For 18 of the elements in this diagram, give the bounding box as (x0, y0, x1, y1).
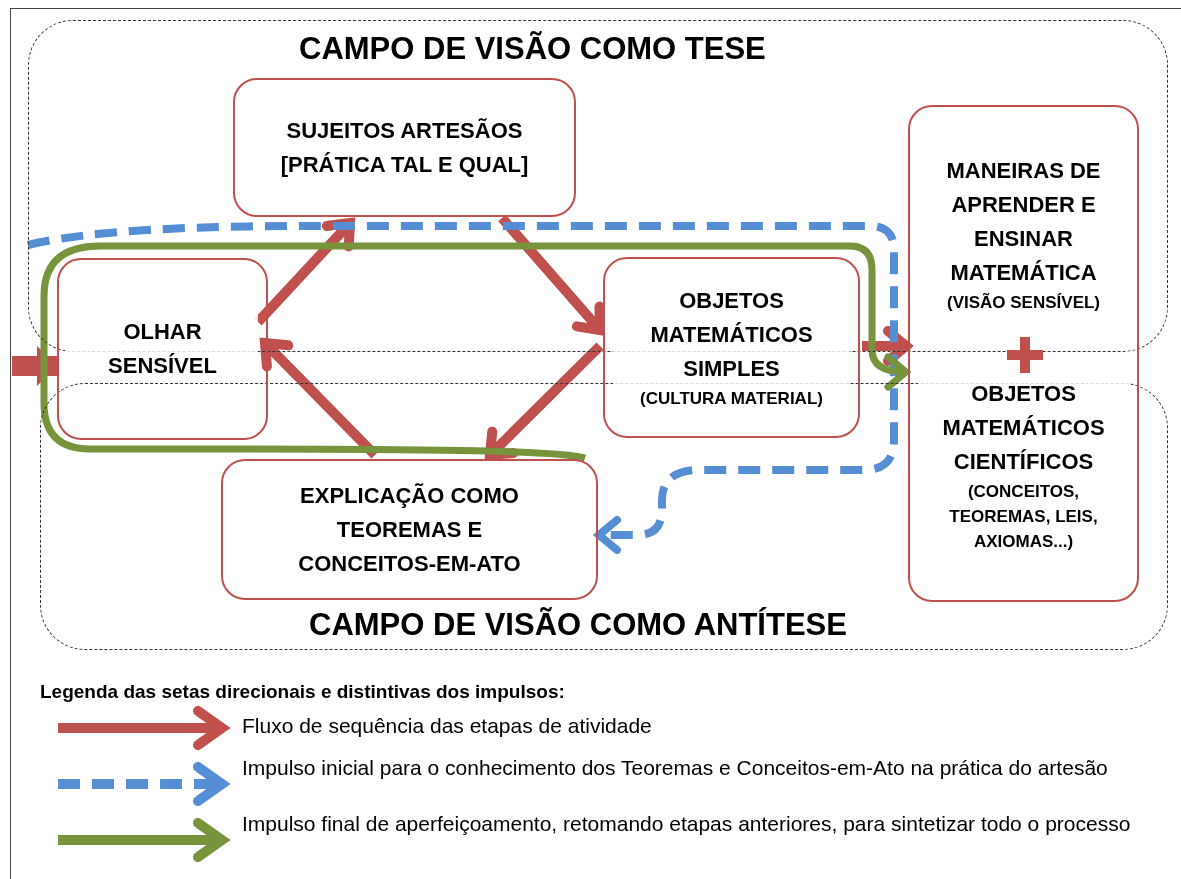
arrow (485, 342, 604, 460)
legend-text: Fluxo de sequência das etapas de atividade (242, 714, 653, 737)
rounded-box (603, 257, 860, 438)
rounded-box (908, 105, 1139, 602)
dashed-curved-arrow (27, 222, 898, 554)
region-title: CAMPO DE VISÃO COMO TESE (299, 31, 766, 67)
legend-text: Impulso final de aperfeiçoamento, retomando etapas anteriores, para sintetizar todo o processo (242, 812, 1132, 835)
region-title: CAMPO DE VISÃO COMO ANTÍTESE (309, 607, 847, 643)
rounded-box (233, 78, 576, 217)
arrow (862, 326, 911, 366)
arrow (498, 214, 605, 335)
rounded-box (57, 258, 268, 440)
curved-arrow (40, 242, 910, 462)
legend-text: Impulso inicial para o conhecimento dos Teoremas e Conceitos-em-Ato na prática do artesão (242, 756, 1109, 779)
arrow (260, 338, 379, 459)
legend-title: Legenda das setas direcionais e distintivas dos impulsos: (40, 680, 565, 703)
block-arrow (12, 346, 57, 386)
rounded-box (221, 459, 598, 600)
